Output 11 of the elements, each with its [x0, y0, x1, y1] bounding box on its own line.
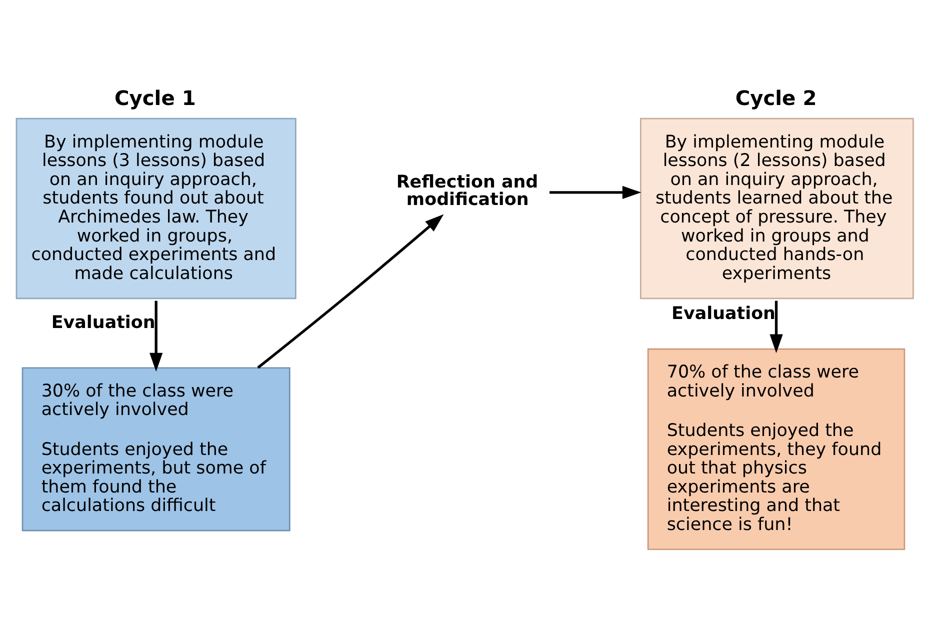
node-text: Reflection and modification [396, 172, 538, 210]
arrow [257, 214, 444, 368]
node-box: 30% of the class were actively involved Students enjoyed the experiments, but some of them found the calculations difficult [22, 366, 290, 531]
node-label: Cycle 2 [735, 86, 817, 110]
arrow [550, 185, 642, 199]
arrow [150, 300, 163, 372]
arrow [770, 300, 783, 353]
node-label: Cycle 1 [114, 86, 196, 110]
edge-label: Evaluation [51, 312, 156, 333]
edge-label: Evaluation [672, 304, 776, 324]
node-box: 70% of the class were actively involved Students enjoyed the experiments, they found out that physics experiments are interesting and that science is fun! [647, 348, 906, 550]
